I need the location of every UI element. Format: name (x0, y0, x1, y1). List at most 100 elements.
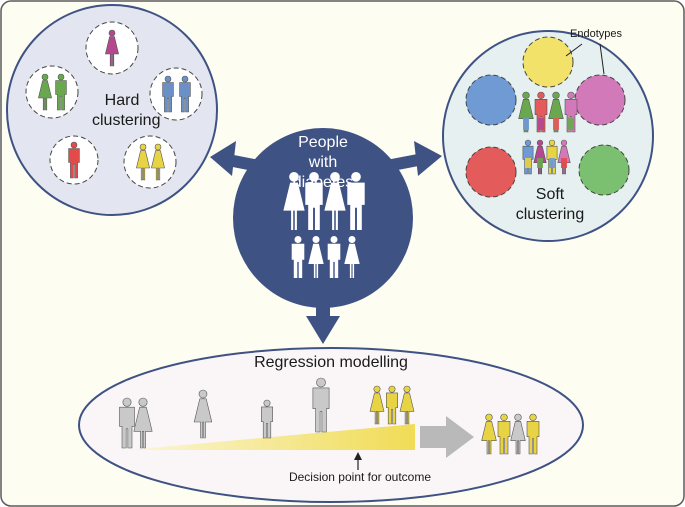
person-head (514, 413, 522, 421)
arrow-head-right (414, 141, 442, 176)
mixed-colour-patch (568, 118, 574, 130)
person-head (181, 75, 189, 83)
person-body (136, 150, 150, 181)
person-icon (283, 172, 305, 230)
person-body (151, 150, 165, 181)
person-icon (497, 413, 511, 455)
person-head (108, 29, 116, 37)
person-body (347, 182, 365, 230)
mixed-colour-patch (537, 158, 543, 168)
person-body (162, 82, 174, 113)
person-body (283, 182, 305, 230)
person-head (41, 73, 49, 81)
person-icon (344, 236, 360, 278)
endotype-circle-5 (578, 144, 630, 196)
person-head (294, 236, 302, 243)
person-icon (105, 29, 119, 67)
person-body (324, 182, 346, 230)
person-head (164, 75, 172, 83)
person-head (536, 139, 544, 146)
person-head (348, 236, 356, 243)
hard-cluster-3 (149, 67, 203, 121)
person-body (305, 182, 323, 230)
person-body (68, 148, 80, 179)
person-body (497, 421, 511, 455)
center-title: People with diabetes (292, 134, 354, 191)
person-head (316, 377, 326, 388)
person-head (263, 399, 271, 407)
person-icon (136, 143, 150, 181)
person-head (500, 413, 508, 421)
mixed-colour-patch (561, 158, 567, 168)
soft-clustering-groups (465, 36, 630, 198)
person-head (70, 141, 78, 149)
endotypes-pointer-line (599, 43, 605, 75)
person-icon (38, 73, 52, 111)
mixed-colour-patch (525, 158, 531, 168)
person-icon (291, 236, 305, 278)
person-icon (55, 73, 67, 111)
person-head (388, 385, 396, 393)
person-icon (193, 389, 213, 439)
person-body (179, 82, 191, 113)
person-head (122, 397, 132, 407)
person-head (537, 91, 545, 99)
person-body (510, 421, 526, 455)
person-body (481, 421, 497, 455)
person-body (55, 80, 67, 111)
center-circle (233, 128, 413, 308)
person-icon (179, 75, 191, 113)
person-head (330, 236, 338, 243)
soft-clustering-label: Soft clustering (515, 186, 585, 223)
up-arrow-icon (354, 452, 362, 460)
person-head (522, 91, 530, 99)
person-body (386, 392, 398, 425)
person-icon (312, 377, 330, 433)
person-head (552, 91, 560, 99)
person-icon (369, 385, 385, 425)
person-body (526, 421, 540, 455)
person-icon (151, 143, 165, 181)
person-body (291, 243, 305, 278)
mixed-colour-patch (549, 158, 555, 168)
person-head (560, 139, 568, 146)
hard-cluster-5 (123, 135, 177, 189)
person-icon (399, 385, 415, 425)
regression-panel (78, 347, 584, 503)
person-icon (119, 397, 135, 449)
regression-timeline (119, 377, 540, 470)
person-icon (308, 236, 324, 278)
person-icon (305, 172, 323, 230)
center-people (283, 172, 365, 278)
person-head (373, 385, 381, 393)
person-head (139, 143, 147, 151)
person-body (38, 80, 52, 111)
person-head (198, 389, 208, 399)
person-body (105, 36, 119, 67)
person-head (154, 143, 162, 151)
person-head (403, 385, 411, 393)
person-icon (162, 75, 174, 113)
person-icon (481, 413, 497, 455)
person-icon (386, 385, 398, 425)
person-body (261, 406, 273, 439)
person-body (133, 406, 153, 449)
hard-clustering-label: Hard clustering (92, 92, 161, 129)
arrow-head-left (210, 141, 236, 176)
person-icon (324, 172, 346, 230)
person-head (289, 172, 299, 182)
person-icon (68, 141, 80, 179)
regression-title: Regression modelling (254, 354, 408, 371)
person-head (485, 413, 493, 421)
person-icon (510, 413, 526, 455)
arrow-head-down (306, 316, 340, 344)
person-head (567, 91, 575, 99)
endotypes-pointer-line (565, 43, 583, 57)
person-body (119, 406, 135, 449)
endotype-circle-1 (522, 36, 574, 88)
person-icon (327, 236, 341, 278)
person-body (312, 387, 330, 433)
person-head (138, 397, 148, 407)
